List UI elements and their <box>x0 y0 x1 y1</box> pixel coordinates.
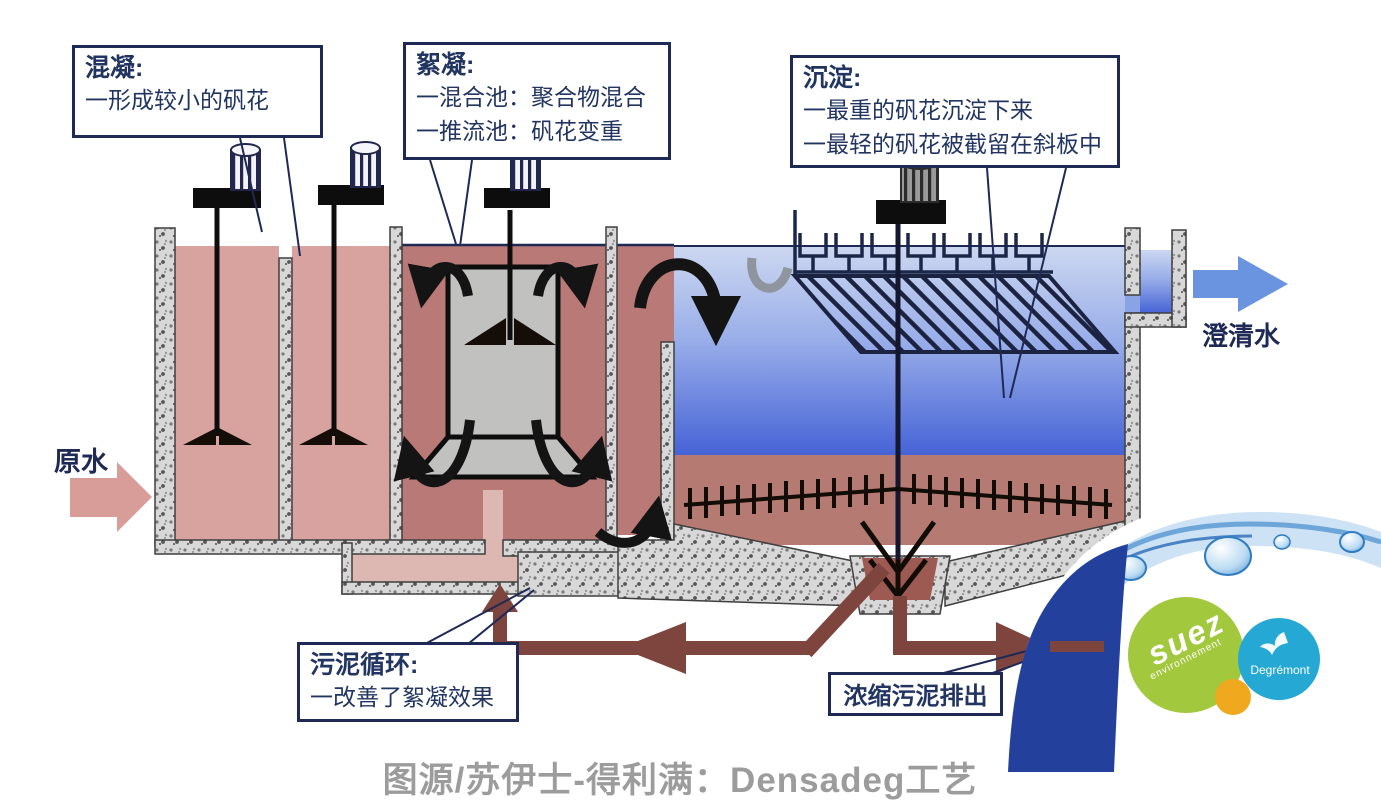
callout-title: 浓缩污泥排出 <box>843 683 988 710</box>
hopper-outlet-pipe <box>800 562 890 658</box>
recirculation-channel-liquid <box>352 552 518 582</box>
pointer-sedimentation <box>986 167 1067 399</box>
pointer-flocculation <box>429 159 473 247</box>
discharge-drop-pipe <box>893 596 907 648</box>
sludge-pipes <box>482 562 1052 674</box>
callout-title: 污泥循环: <box>310 651 419 679</box>
pointer-sludge-recirculation <box>424 587 535 645</box>
callout-line: 一推流池：矾花变重 <box>416 118 623 144</box>
coagulation-tank-2-liquid <box>292 246 390 542</box>
degremont-logo-circle <box>1238 618 1320 700</box>
divider-wall-1 <box>278 257 293 547</box>
impeller-blade <box>335 428 368 445</box>
drive-motor-block <box>876 200 946 224</box>
water-drop-icon <box>1273 534 1291 550</box>
impeller-blade <box>299 428 332 445</box>
flow-arrow-icon <box>594 495 672 548</box>
orange-dot-icon <box>1215 679 1251 715</box>
flow-arrow-icon <box>533 262 599 309</box>
clarified-water-arrow-icon <box>1193 256 1288 312</box>
degremont-logo-text: Degrémont <box>1250 663 1310 677</box>
mixer-motor-block <box>484 188 550 208</box>
channel-right-block <box>517 551 621 597</box>
pointer-coagulation <box>239 137 301 257</box>
impeller-blade <box>464 318 506 345</box>
mixer-motor-cap <box>230 143 261 157</box>
callout-line: 一形成较小的矾花 <box>85 87 269 113</box>
settling-inlet-arrow-icon <box>634 258 742 347</box>
mixer-motor-cap <box>350 141 381 155</box>
degremont-bird-icon <box>1260 632 1288 655</box>
callout-line: 一改善了絮凝效果 <box>310 684 494 710</box>
flocculation-right-wall <box>605 226 618 545</box>
callout-line: 一混合池：聚合物混合 <box>416 84 646 110</box>
callout-sludge-discharge: 浓缩污泥排出 <box>828 672 1003 716</box>
mixer-motor-block <box>193 188 261 208</box>
impeller-blade <box>219 428 252 445</box>
recirculation-left-arrow-icon <box>620 622 686 674</box>
left-outer-wall <box>154 227 176 547</box>
callout-title: 絮凝: <box>416 51 475 79</box>
suez-degremont-logo <box>1008 490 1381 772</box>
recirculation-up-arrow-icon <box>482 584 518 612</box>
discharge-right-arrow-icon <box>996 622 1052 674</box>
impeller-blade <box>514 318 556 345</box>
mixer-motor-block <box>318 185 384 205</box>
mixer-motor-icon <box>350 147 381 188</box>
clarified-water-label: 澄清水 <box>1202 321 1281 351</box>
outlet-outer-wall <box>1171 229 1187 328</box>
outlet-chamber-water <box>1140 250 1172 313</box>
callout-flocculation: 絮凝: 一混合池：聚合物混合 一推流池：矾花变重 <box>403 42 671 160</box>
callout-title: 混凝: <box>85 54 144 82</box>
callout-title: 沉淀: <box>803 64 862 92</box>
concrete-structure <box>154 226 1187 615</box>
callout-sedimentation: 沉淀: 一最重的矾花沉淀下来 一最轻的矾花被截留在斜板中 <box>790 55 1120 168</box>
raw-water-label: 原水 <box>54 447 108 477</box>
outlet-opening-water <box>1125 295 1140 313</box>
discharge-pipe <box>893 641 1000 655</box>
suez-logo-circle <box>1128 597 1244 713</box>
callout-coagulation: 混凝: 一形成较小的矾花 <box>72 45 323 138</box>
right-wall-lower <box>1124 312 1141 547</box>
callout-sludge-recirculation: 污泥循环: 一改善了絮凝效果 <box>297 642 519 722</box>
mixer-tank2 <box>299 141 384 445</box>
flow-arrow-icon <box>531 419 613 488</box>
coagulation-tank-1-liquid <box>175 246 279 542</box>
callout-line: 一最重的矾花沉淀下来 <box>803 97 1033 123</box>
callout-line: 一最轻的矾花被截留在斜板中 <box>803 131 1102 157</box>
flow-arrow-icon <box>393 419 475 488</box>
floor-left <box>154 539 486 555</box>
callout-pointer-lines <box>239 137 1067 675</box>
raw-water-arrow-icon <box>70 462 152 532</box>
logo-dark-swoosh <box>1008 544 1128 772</box>
circulation-arrows <box>393 258 742 548</box>
right-wall-upper <box>1124 227 1141 296</box>
mixer-tank1 <box>183 143 261 445</box>
drive-motor-icon <box>900 161 939 203</box>
discharge-pipe-continuation <box>1050 641 1104 652</box>
divider-wall-2 <box>389 226 403 547</box>
water-drop-icon <box>1339 531 1365 553</box>
impeller-blade <box>183 428 216 445</box>
scraper-tines <box>688 474 1108 519</box>
water-drop-icon <box>1204 536 1252 576</box>
image-caption: 图源/苏伊士-得利满：Densadeg工艺 <box>382 761 978 800</box>
flow-arrow-icon <box>407 262 473 309</box>
scraper-vee <box>859 520 937 577</box>
gray-u-mark <box>747 257 793 293</box>
draft-tube-skirt <box>408 434 598 480</box>
settling-inlet-baffle <box>660 341 675 548</box>
